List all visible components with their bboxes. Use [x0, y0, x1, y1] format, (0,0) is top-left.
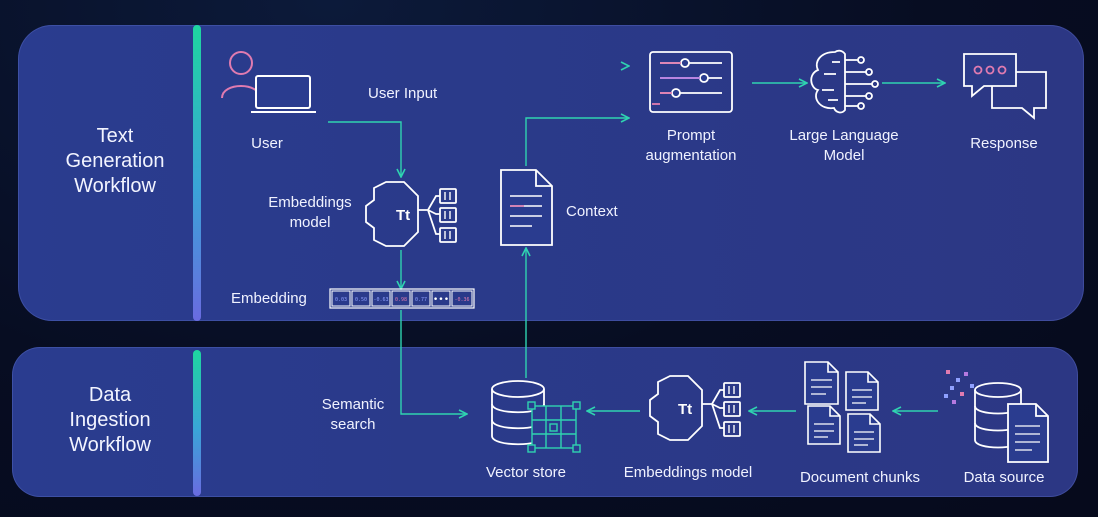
text-generation-accent-bar	[193, 25, 201, 321]
embedding-label: Embedding	[231, 290, 307, 307]
document-icon	[500, 169, 553, 246]
user-input-label: User Input	[368, 85, 438, 102]
response-label: Response	[970, 135, 1038, 152]
embeddings-model-top-label: Embeddings model	[268, 194, 352, 231]
embedding-value-3: 0.98	[395, 297, 407, 303]
document-chunks-label: Document chunks	[799, 469, 921, 486]
data-source-dots	[944, 370, 974, 404]
text-generation-title: Text Generation Workflow	[45, 124, 185, 199]
arrow-context-to-prompt	[525, 118, 628, 166]
prompt-augmentation-accent	[652, 62, 700, 105]
embedding-value-5: •••	[433, 295, 449, 305]
prompt-augmentation-label: Prompt augmentation	[645, 127, 737, 164]
embedding-cells	[331, 290, 473, 307]
arrow-user-to-embeddings	[328, 121, 401, 176]
embedding-value-4: 0.77	[415, 297, 427, 303]
arrows	[328, 66, 944, 414]
data-source-label: Data source	[963, 469, 1045, 486]
prompt-augmentation-icon	[649, 51, 733, 113]
arrow-embedding-to-vectorstore	[400, 310, 466, 414]
model-glyph-bottom: Tt	[678, 401, 692, 418]
semantic-search-label: Semantic search	[321, 396, 385, 433]
embedding-vector: 0.03 0.50 -0.63 0.98 0.77 ••• -0.36	[329, 288, 475, 309]
vector-grid-icon	[527, 401, 581, 453]
response-icon	[963, 53, 1047, 120]
data-ingestion-accent-bar	[193, 350, 201, 496]
document-chunks-icon	[804, 361, 881, 453]
text-generation-title-text: Text Generation Workflow	[65, 125, 165, 197]
model-glyph-top: Tt	[396, 207, 410, 224]
llm-label: Large Language Model	[789, 127, 899, 164]
embedding-value-6: -0.36	[454, 297, 469, 303]
embeddings-model-bottom-label: Embeddings model	[623, 464, 753, 481]
embedding-value-0: 0.03	[335, 297, 347, 303]
user-label: User	[251, 135, 283, 152]
data-ingestion-title-text: Data Ingestion Workflow	[69, 384, 151, 456]
embeddings-model-icon-top: Tt	[365, 181, 457, 247]
embedding-value-1: 0.50	[355, 297, 367, 303]
user-icon	[221, 51, 316, 113]
embedding-value-2: -0.63	[373, 297, 388, 303]
data-source-icon	[974, 382, 1049, 463]
context-label: Context	[566, 203, 618, 220]
brain-icon	[810, 49, 879, 114]
embeddings-model-icon-bottom: Tt	[649, 375, 741, 441]
vector-store-label: Vector store	[485, 464, 567, 481]
data-ingestion-title: Data Ingestion Workflow	[40, 383, 180, 458]
